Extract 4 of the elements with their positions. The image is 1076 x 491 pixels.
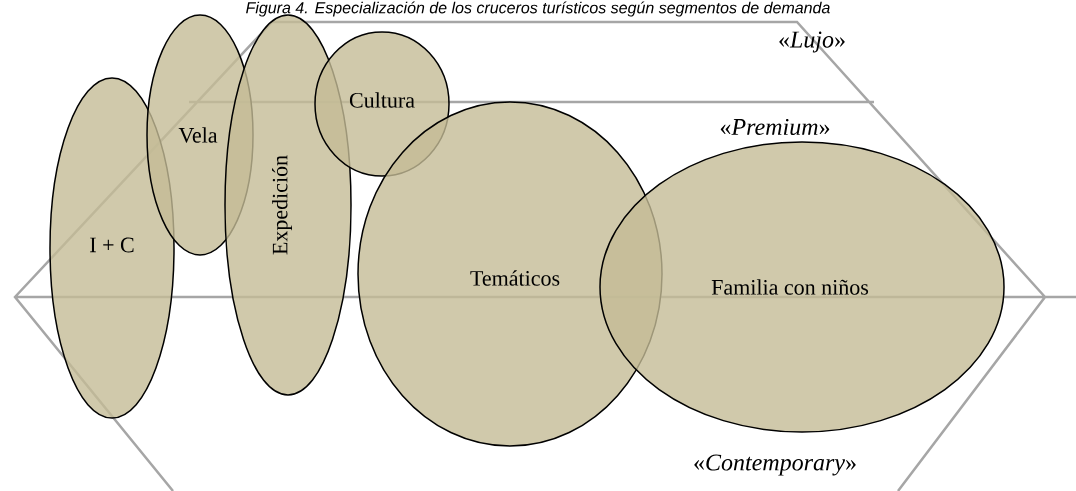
segment-label: «Premium» [720, 118, 830, 136]
segment-label: «Lujo» [779, 31, 845, 53]
segment-label: «Contemporary» [694, 454, 856, 476]
figure-title: Figura 4. Especialización de los cruceros turísticos según segmentos de demanda [246, 1, 830, 17]
